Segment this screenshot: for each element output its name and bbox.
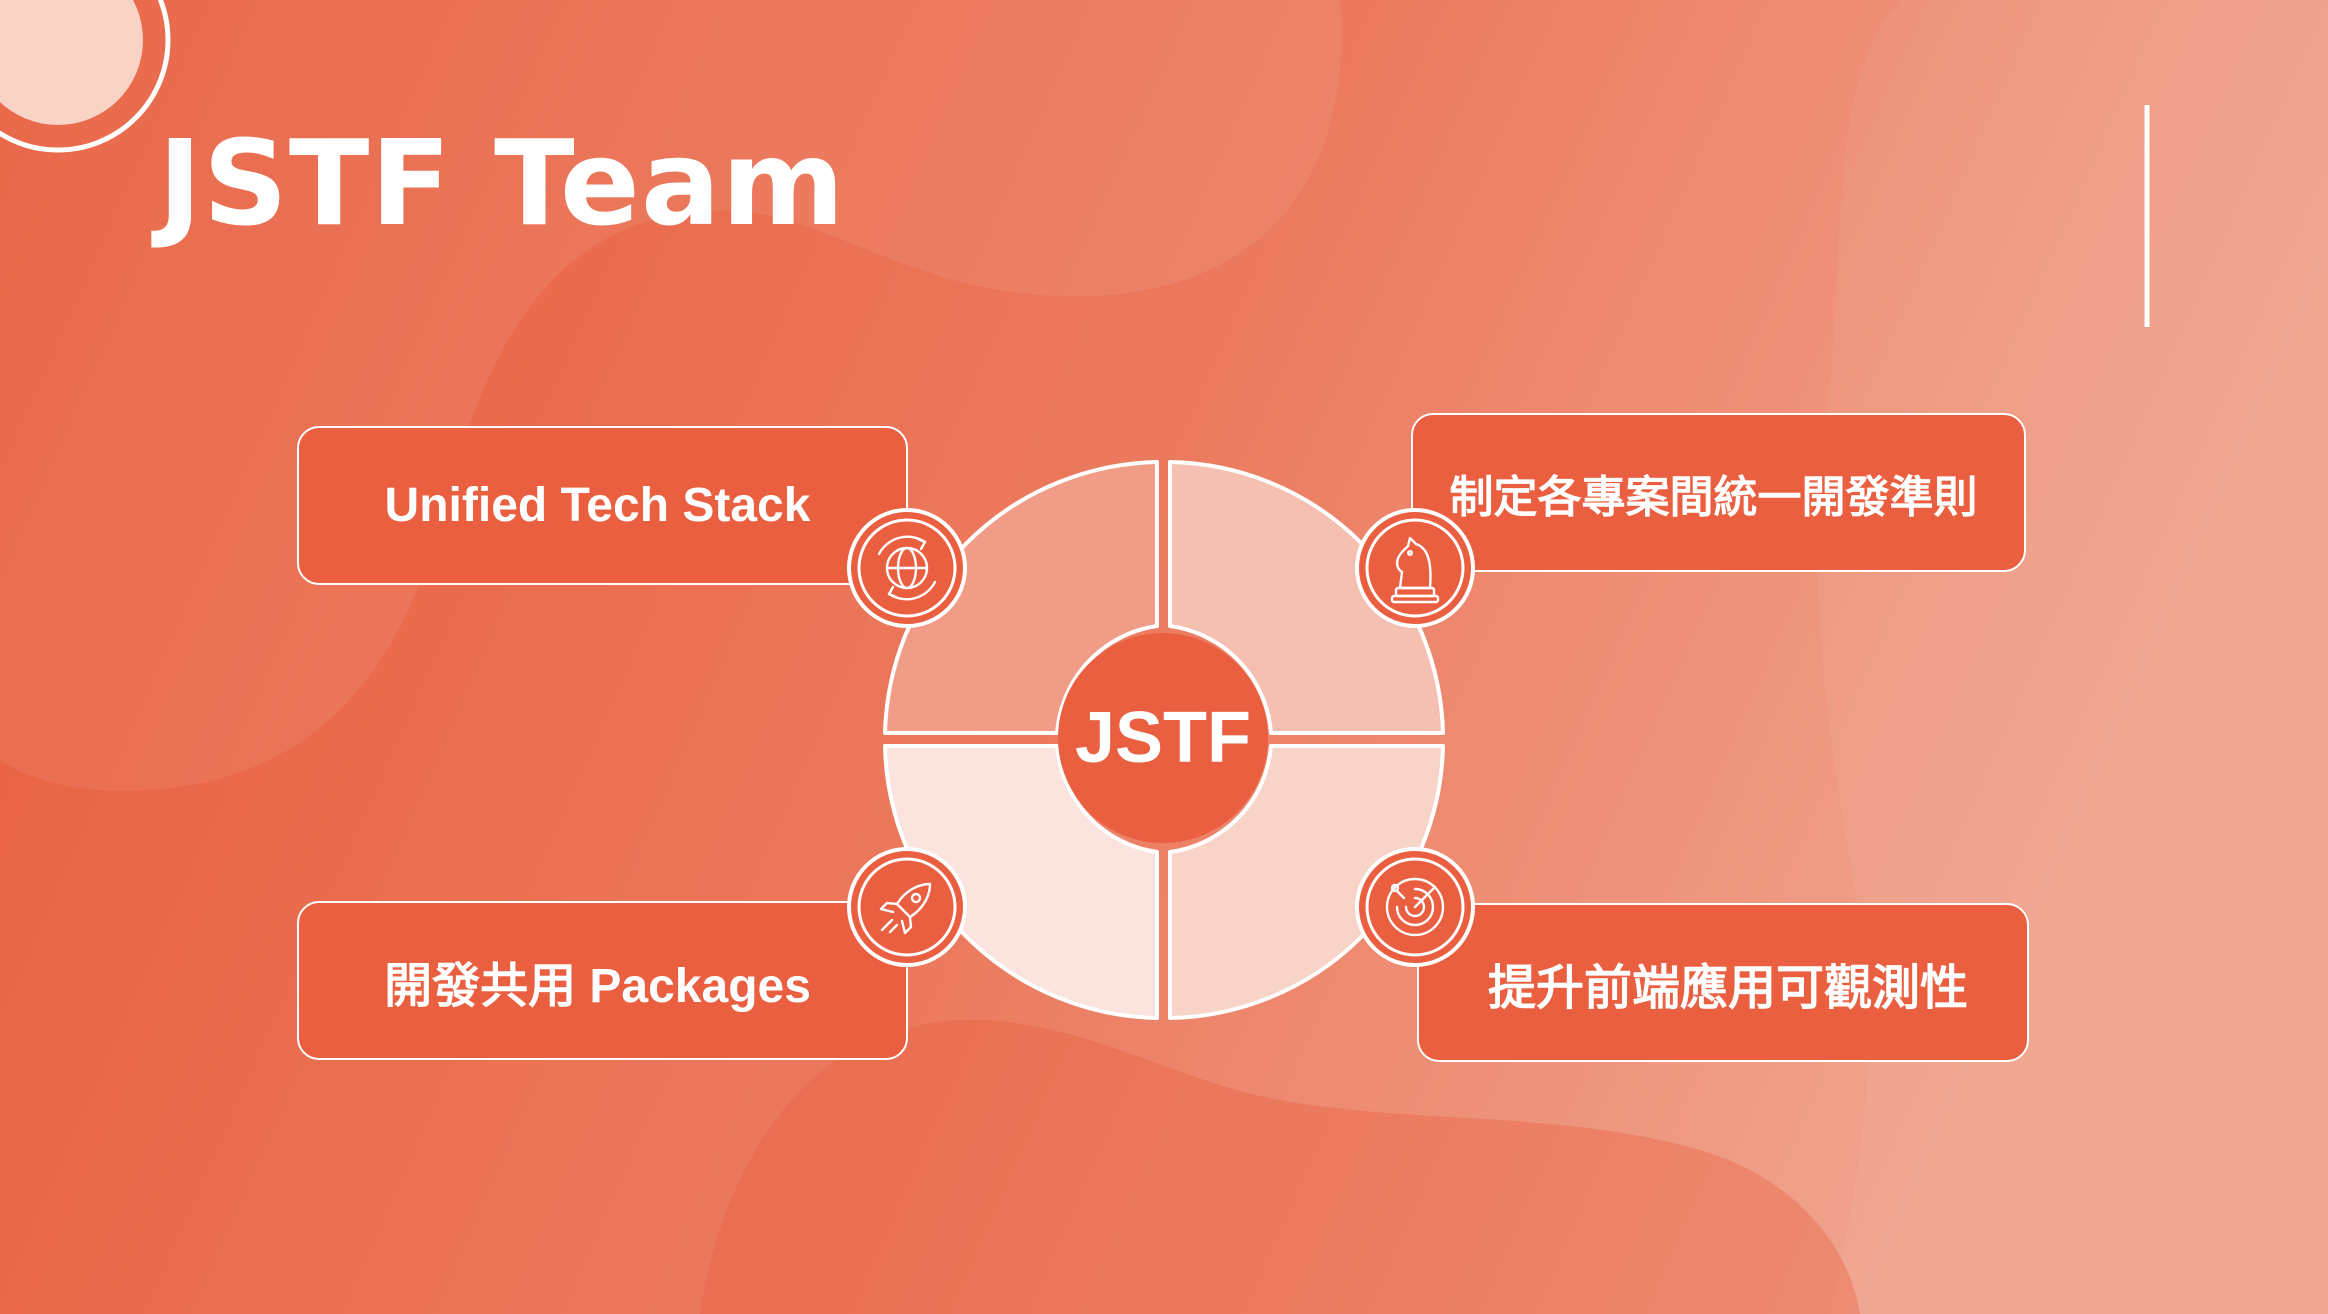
radar-icon [1355,847,1475,967]
item-dev-guidelines: 制定各專案間統一開發準則 [1411,413,2026,572]
item-unified-tech-stack: Unified Tech Stack [297,426,908,585]
background-blob-bottom [700,1019,1860,1314]
ring-segment-top-left [883,460,1159,735]
ring-segment-top-right [1168,460,1445,735]
item-label: 提升前端應用可觀測性 [1487,961,1968,1015]
corner-dot [0,0,143,125]
hub-center-label: JSTF [1075,698,1251,778]
ring-segment-bottom-right [1168,744,1445,1020]
item-label: 開發共用 Packages [384,959,811,1013]
page-title: JSTF Team [158,114,846,252]
chess-knight-icon [1355,508,1475,628]
rocket-icon [847,847,967,967]
corner-ring [0,0,171,153]
item-observability: 提升前端應用可觀測性 [1417,903,2029,1062]
background-blob-top [0,0,1342,791]
hub-center [1058,633,1268,843]
item-shared-packages: 開發共用 Packages [297,901,908,1060]
item-label: Unified Tech Stack [384,479,811,532]
item-label: 制定各專案間統一開發準則 [1449,472,1978,522]
globe-refresh-icon [847,508,967,628]
